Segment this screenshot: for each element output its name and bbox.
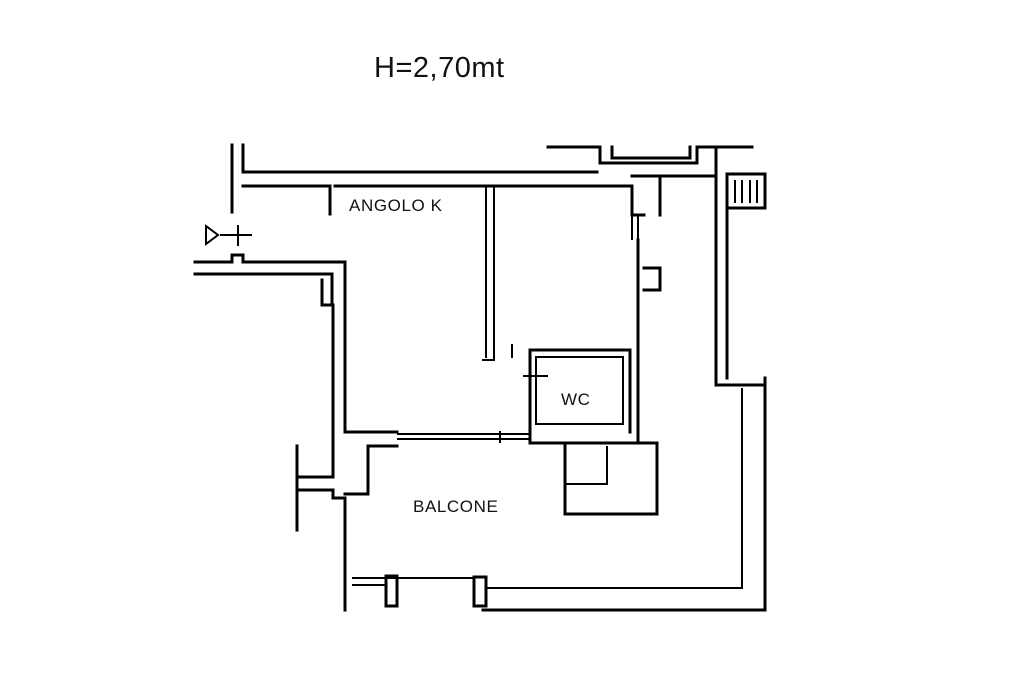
room-label-balcone: BALCONE <box>413 497 499 516</box>
ceiling-height-note: H=2,70mt <box>374 52 505 84</box>
interior-walls <box>482 174 718 516</box>
balcony-walls <box>352 376 767 612</box>
room-label-wc: WC <box>561 390 591 409</box>
entrance-marker <box>205 224 252 246</box>
exterior-walls <box>193 143 767 612</box>
openings <box>397 172 767 443</box>
wc-marker <box>511 344 548 386</box>
room-label-angolo-k: ANGOLO K <box>349 196 443 215</box>
